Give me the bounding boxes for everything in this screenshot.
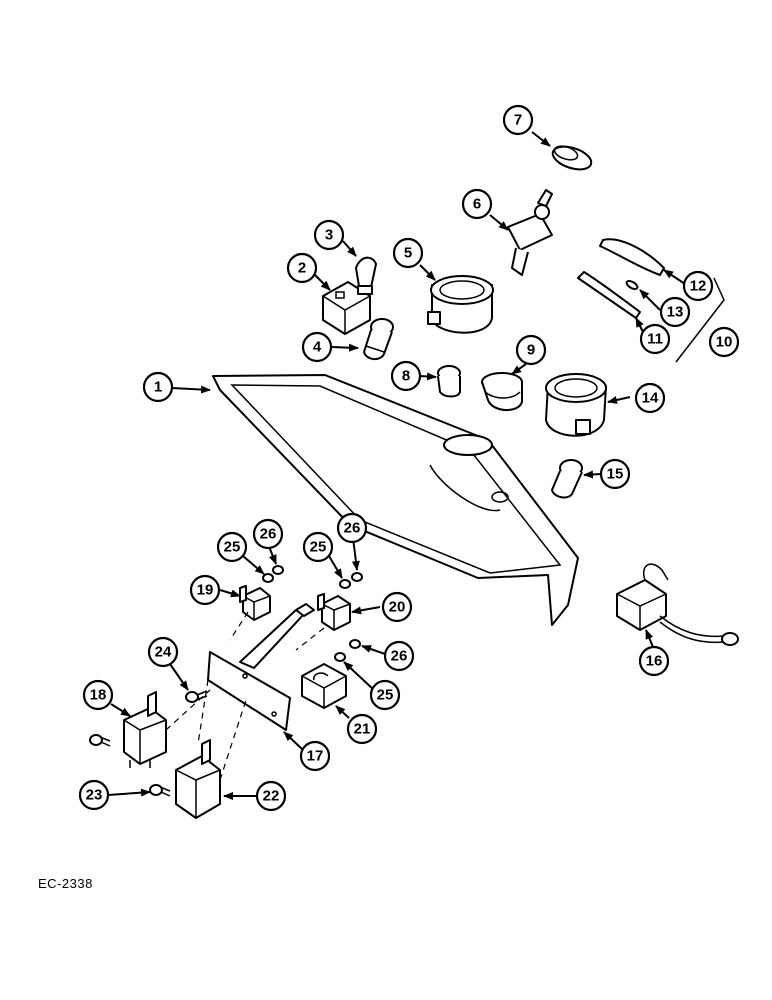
part-relay-19 [239, 585, 271, 621]
part-instrument-panel [212, 374, 579, 626]
part-push-button-8 [437, 365, 461, 398]
callout-16: 16 [638, 645, 670, 677]
callout-1-label: 1 [154, 379, 162, 396]
callout-13-label: 13 [667, 304, 684, 321]
callout-6: 6 [461, 188, 493, 220]
part-relay-22 [175, 739, 221, 819]
callout-1: 1 [142, 371, 174, 403]
callout-9: 9 [515, 334, 547, 366]
part-washer-25a [262, 573, 274, 583]
part-washer-25c [334, 652, 346, 662]
callout-11-label: 11 [647, 331, 663, 348]
callout-25a-label: 25 [224, 539, 241, 556]
part-nut-26a [272, 565, 284, 575]
part-cap [551, 145, 593, 171]
part-switch-knob [355, 256, 377, 295]
callout-20-label: 20 [389, 599, 406, 616]
callout-24-label: 24 [155, 644, 172, 661]
callout-12-label: 12 [690, 278, 707, 295]
callout-25c: 25 [369, 679, 401, 711]
callout-25a: 25 [216, 531, 248, 563]
part-ignition-switch [507, 189, 553, 276]
callout-16-label: 16 [646, 653, 663, 670]
part-lamp-bulb-13 [625, 280, 639, 290]
callout-21: 21 [346, 713, 378, 745]
part-lamp-lens-12 [599, 238, 665, 276]
callout-2-label: 2 [298, 260, 306, 277]
callout-25b: 25 [302, 531, 334, 563]
part-relay-18 [123, 691, 167, 768]
callout-18-label: 18 [90, 687, 107, 704]
callout-3-label: 3 [325, 227, 333, 244]
part-mounting-bracket [207, 603, 315, 731]
callout-9-label: 9 [527, 342, 535, 359]
part-push-switch-15 [551, 459, 583, 499]
callout-6-label: 6 [473, 196, 481, 213]
callout-13: 13 [659, 296, 691, 328]
callout-3: 3 [313, 219, 345, 251]
callout-2: 2 [286, 252, 318, 284]
callout-26a: 26 [252, 518, 284, 550]
callout-26a-label: 26 [260, 526, 277, 543]
callout-5-label: 5 [404, 245, 412, 262]
part-relay-20 [317, 593, 351, 631]
callout-14-label: 14 [642, 390, 659, 407]
part-cable-switch [616, 563, 739, 646]
callout-12: 12 [682, 270, 714, 302]
callout-15-label: 15 [607, 466, 624, 483]
alignment-lines [165, 611, 325, 781]
callout-26c: 26 [383, 640, 415, 672]
callout-25b-label: 25 [310, 539, 327, 556]
part-lamp-holder-11 [577, 271, 641, 319]
callout-25c-label: 25 [377, 687, 394, 704]
leader-lines [107, 131, 686, 800]
part-rubber-boot [481, 372, 523, 411]
callout-23-label: 23 [86, 787, 103, 804]
callout-10: 10 [708, 326, 740, 358]
callout-7-label: 7 [514, 112, 522, 129]
callout-8-label: 8 [402, 368, 410, 385]
callout-19: 19 [189, 574, 221, 606]
callout-5: 5 [392, 237, 424, 269]
part-screw-23b [149, 784, 171, 797]
callout-22-label: 22 [263, 788, 280, 805]
callout-19-label: 19 [197, 582, 214, 599]
part-lamp-bracket-10 [675, 277, 725, 363]
callout-4: 4 [301, 331, 333, 363]
callout-11: 11 [639, 323, 671, 355]
callout-26b-label: 26 [344, 520, 361, 537]
part-screw-24 [185, 690, 208, 703]
part-washer-25b [339, 579, 351, 589]
callout-26c-label: 26 [391, 648, 408, 665]
part-nut-26c [349, 639, 361, 649]
part-screw-23a [89, 734, 111, 747]
callout-17-label: 17 [307, 748, 324, 765]
part-nut-26b [351, 572, 363, 582]
figure-code: EC-2338 [38, 876, 93, 891]
part-push-switch-4 [363, 318, 394, 360]
callout-7: 7 [502, 104, 534, 136]
part-flasher [301, 663, 347, 709]
callout-14: 14 [634, 382, 666, 414]
callout-20: 20 [381, 591, 413, 623]
callout-4-label: 4 [313, 339, 322, 356]
part-gauge-14 [545, 373, 607, 437]
callout-10-label: 10 [716, 334, 733, 351]
callout-24: 24 [147, 636, 179, 668]
callout-22: 22 [255, 780, 287, 812]
part-gauge-5 [427, 275, 494, 334]
callout-15: 15 [599, 458, 631, 490]
callout-23: 23 [78, 779, 110, 811]
callout-26b: 26 [336, 512, 368, 544]
callout-18: 18 [82, 679, 114, 711]
callout-8: 8 [390, 360, 422, 392]
callout-21-label: 21 [354, 721, 371, 738]
callout-17: 17 [299, 740, 331, 772]
